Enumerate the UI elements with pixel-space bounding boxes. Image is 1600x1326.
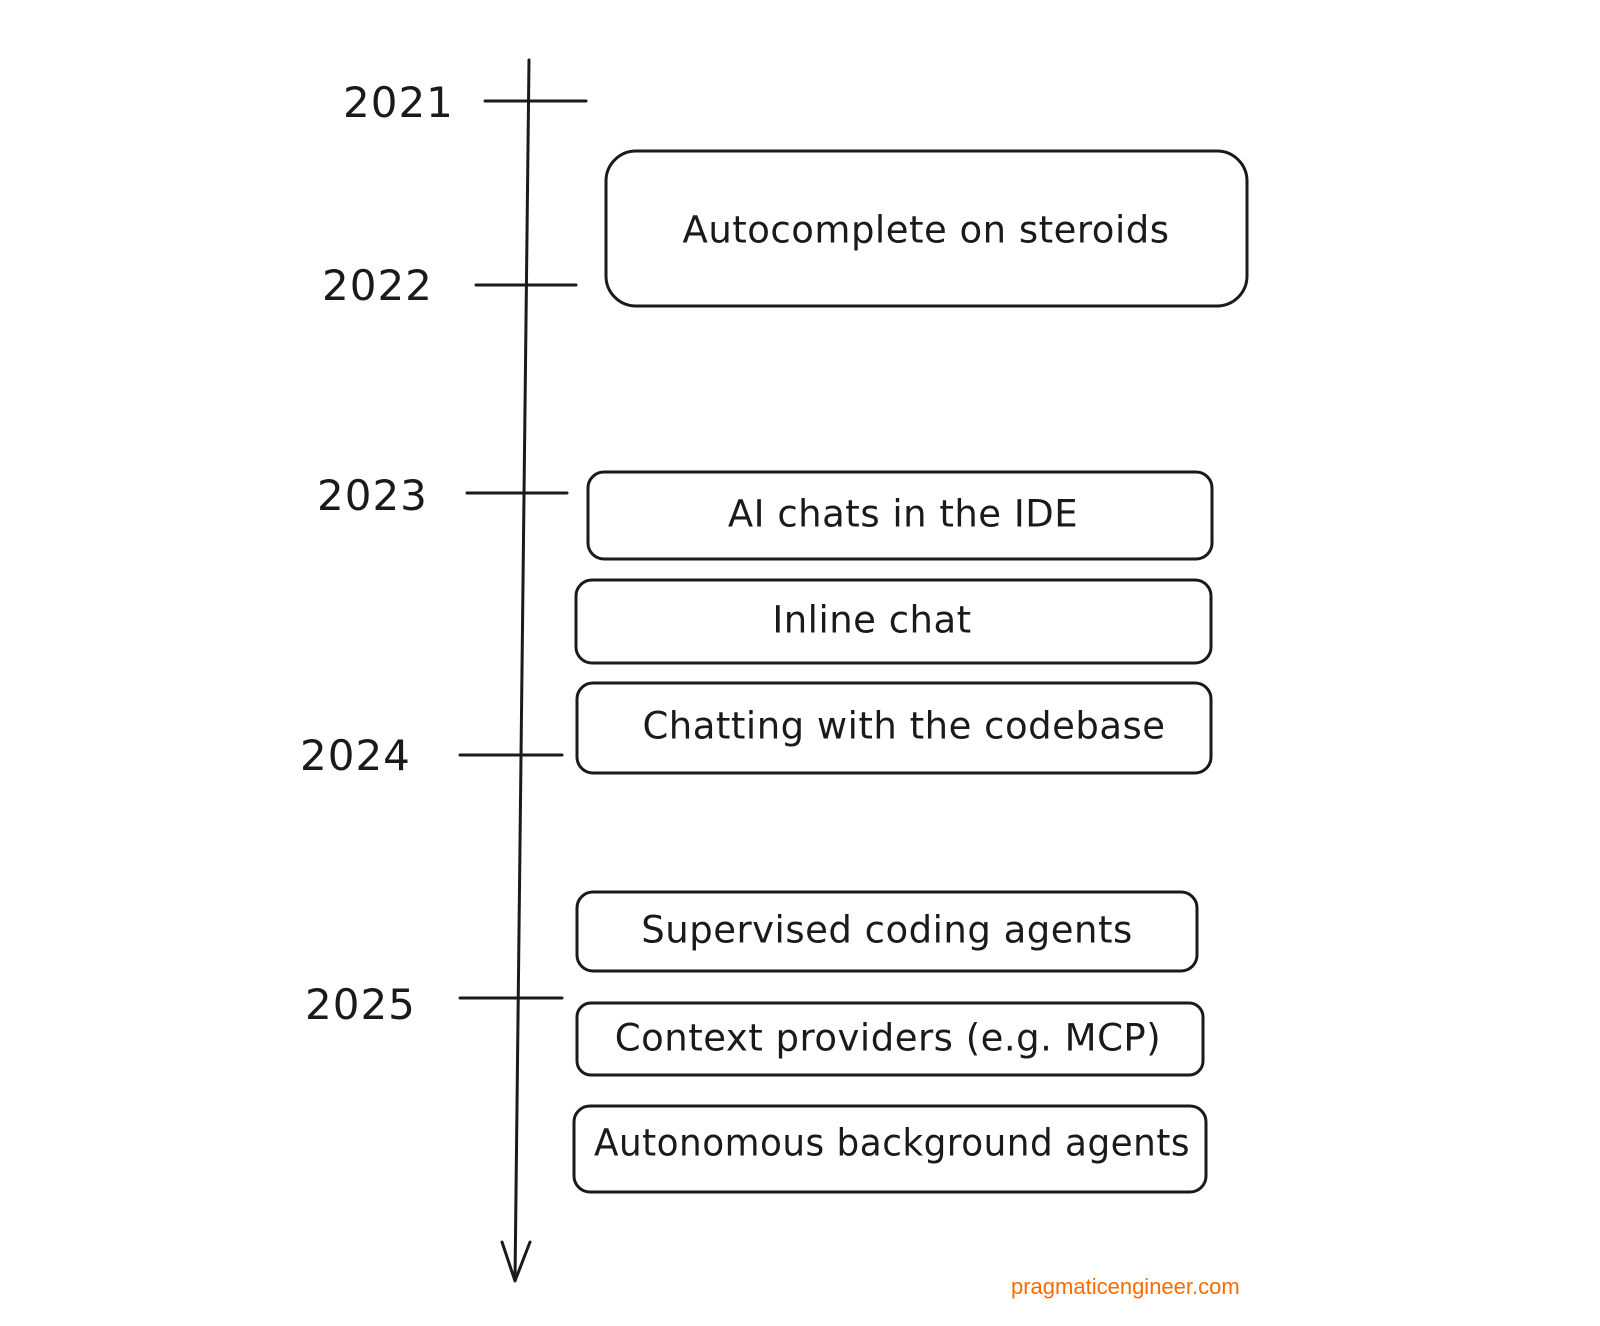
year-label-2025: 2025 <box>305 980 416 1029</box>
event-label-autocomplete: Autocomplete on steroids <box>683 209 1170 252</box>
year-label-2024: 2024 <box>300 731 411 780</box>
event-label-ai-chats: AI chats in the IDE <box>728 493 1078 536</box>
timeline-axis <box>513 58 531 1282</box>
year-label-2022: 2022 <box>322 261 433 310</box>
event-box-supervised-agents <box>575 890 1199 973</box>
event-box-autocomplete <box>604 149 1249 308</box>
event-label-autonomous-agents: Autonomous background agents <box>594 1122 1190 1165</box>
event-box-autonomous-agents <box>572 1104 1208 1194</box>
event-label-inline-chat: Inline chat <box>772 599 971 642</box>
event-box-chatting-codebase <box>575 681 1213 775</box>
timeline-arrowhead <box>500 1240 532 1283</box>
year-label-2021: 2021 <box>343 78 454 127</box>
event-box-ai-chats <box>586 470 1214 561</box>
watermark-link: pragmaticengineer.com <box>1011 1274 1240 1299</box>
event-label-context-providers: Context providers (e.g. MCP) <box>615 1017 1161 1060</box>
year-label-2023: 2023 <box>317 471 428 520</box>
event-box-inline-chat <box>574 578 1213 665</box>
event-label-supervised-agents: Supervised coding agents <box>641 909 1132 952</box>
event-label-chatting-codebase: Chatting with the codebase <box>642 705 1165 748</box>
event-box-context-providers <box>575 1001 1205 1077</box>
